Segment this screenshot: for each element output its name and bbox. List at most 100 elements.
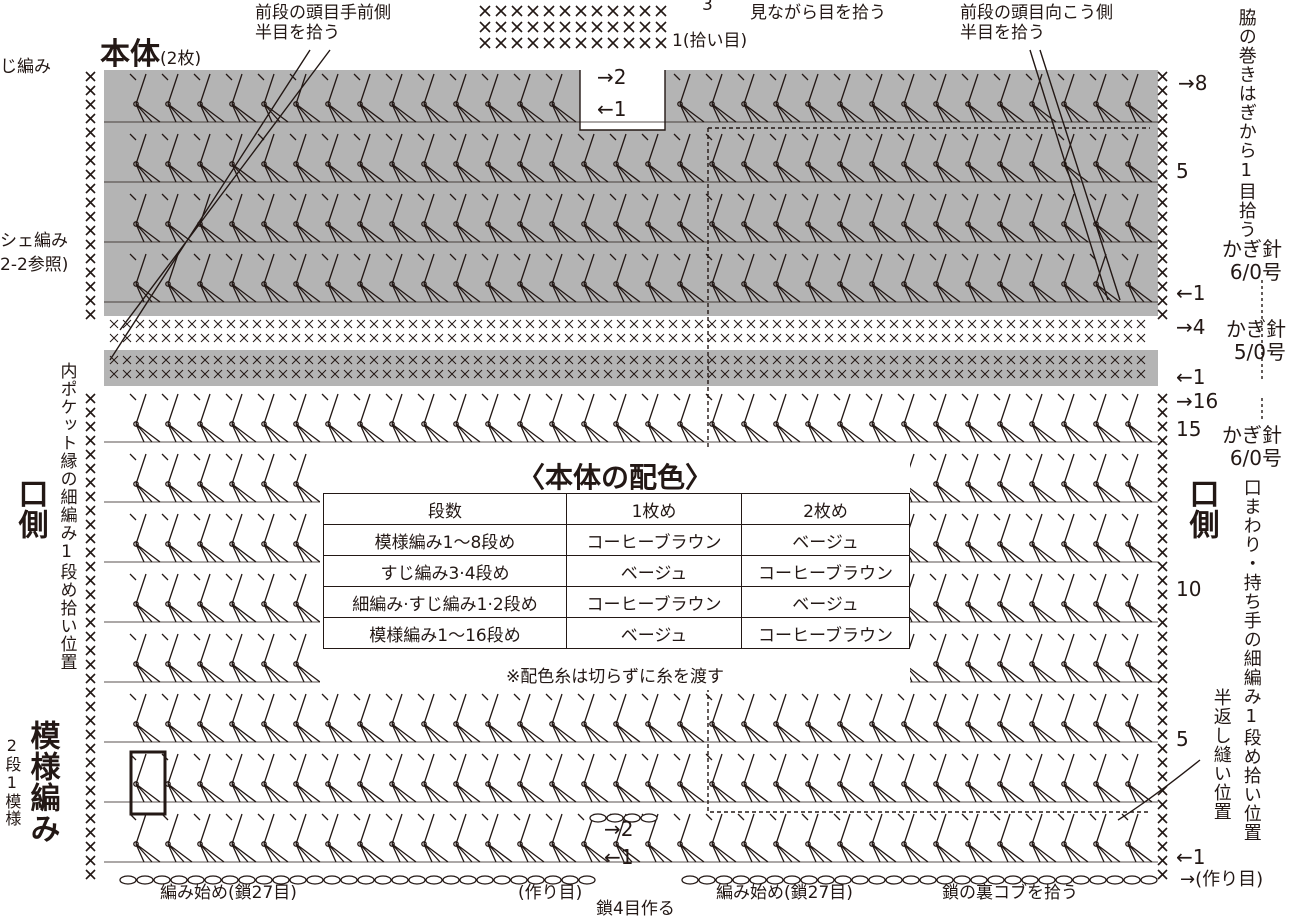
stitch-slash <box>737 193 755 225</box>
stitch-slash <box>449 693 467 725</box>
legend-cell: コーヒーブラウン <box>741 555 910 587</box>
stitch-node <box>229 541 235 547</box>
stitch-fan <box>199 663 225 683</box>
chain <box>589 813 607 823</box>
stitch-slash <box>897 73 915 105</box>
x-stitch <box>824 355 834 379</box>
stitch-fan <box>967 223 993 243</box>
stitch-slash <box>385 693 403 725</box>
stitch-slash <box>481 253 499 285</box>
stitch-slash <box>129 693 147 725</box>
stitch-slash <box>385 753 403 785</box>
x-stitch <box>1097 319 1107 343</box>
stitch-fan <box>487 423 513 443</box>
stitch-slash <box>897 753 915 785</box>
stitch-fan <box>743 283 769 303</box>
stitch-fan <box>519 163 545 183</box>
chain <box>953 875 971 885</box>
x-stitch <box>1110 319 1120 343</box>
stitch-node <box>1093 661 1099 667</box>
legend-note: ※配色糸は切らずに糸を渡す <box>506 667 724 687</box>
stitch-node <box>613 161 619 167</box>
stitch-node <box>1061 841 1067 847</box>
stitch-slash <box>545 753 563 785</box>
stitch-node <box>165 421 171 427</box>
x-stitch <box>527 21 539 33</box>
stitch-node <box>293 281 299 287</box>
stitch-slash <box>961 73 979 105</box>
x-stitch <box>109 319 119 343</box>
stitch-slash <box>161 693 179 725</box>
stitch-slash <box>193 573 211 605</box>
row-label-2-top: →2 <box>597 65 627 89</box>
stitch-node <box>1061 601 1067 607</box>
chain <box>1123 875 1141 885</box>
x-stitch <box>135 319 145 343</box>
stitch-fan <box>775 843 801 863</box>
stitch-slash <box>1057 813 1075 845</box>
sewing-outline <box>707 127 1150 813</box>
stitch-fan <box>135 783 161 803</box>
stitch-fan <box>551 283 577 303</box>
stitch-node <box>421 281 427 287</box>
stitch-fan <box>295 223 321 243</box>
stitch-node <box>453 101 459 107</box>
chain <box>272 875 290 885</box>
x-stitch <box>85 603 96 614</box>
x-stitch <box>1157 505 1168 516</box>
stitch-node <box>1029 781 1035 787</box>
pattern-title: 模様編み <box>24 720 60 844</box>
x-stitch <box>85 729 96 740</box>
stitch-node <box>549 421 555 427</box>
chain <box>783 875 801 885</box>
x-stitch <box>1123 355 1133 379</box>
stitch-fan <box>999 663 1025 683</box>
stitch-node <box>421 221 427 227</box>
stitch-node <box>869 161 875 167</box>
stitch-node <box>677 281 683 287</box>
stitch-fan <box>423 723 449 743</box>
stitch-node <box>197 481 203 487</box>
stitch-node <box>1125 101 1131 107</box>
stitch-node <box>453 161 459 167</box>
stitch-fan <box>871 103 897 123</box>
stitch-fan <box>807 223 833 243</box>
stitch-slash <box>865 753 883 785</box>
stitch-fan <box>231 843 257 863</box>
stitch-node <box>133 481 139 487</box>
stitch-slash <box>161 253 179 285</box>
stitch-slash <box>705 73 723 105</box>
legend-header: 1枚め <box>566 493 742 525</box>
stitch-node <box>197 661 203 667</box>
stitch-node <box>709 221 715 227</box>
stitch-node <box>325 721 331 727</box>
stitch-slash <box>1057 573 1075 605</box>
x-stitch <box>1157 309 1168 320</box>
stitch-fan <box>679 103 705 123</box>
stitch-node <box>677 421 683 427</box>
stitch-fan <box>231 103 257 123</box>
stitch-node <box>965 661 971 667</box>
stitch-fan <box>679 423 705 443</box>
x-stitch <box>85 505 96 516</box>
stitch-fan <box>903 223 929 243</box>
x-stitch <box>85 71 96 82</box>
stitch-slash <box>961 693 979 725</box>
stitch-slash <box>1121 813 1139 845</box>
stitch-slash <box>129 813 147 845</box>
stitch-slash <box>897 253 915 285</box>
stitch-fan <box>871 163 897 183</box>
stitch-node <box>165 221 171 227</box>
stitch-slash <box>545 73 563 105</box>
stitch-fan <box>1127 543 1153 563</box>
stitch-slash <box>897 133 915 165</box>
x-stitch <box>1045 319 1055 343</box>
stitch-fan <box>263 603 289 623</box>
stitch-fan <box>1127 163 1153 183</box>
x-stitch <box>85 253 96 264</box>
stitch-fan <box>135 543 161 563</box>
stitch-node <box>645 161 651 167</box>
stitch-node <box>709 781 715 787</box>
stitch-slash <box>993 193 1011 225</box>
x-stitch <box>551 355 561 379</box>
